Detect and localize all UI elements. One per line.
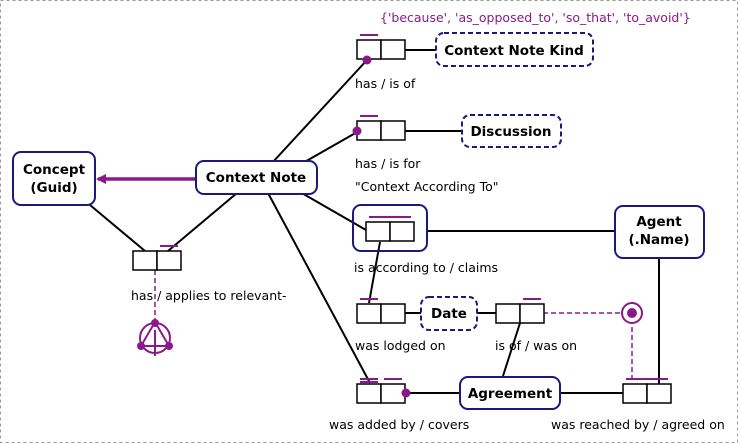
reading-kind: has / is of: [355, 76, 416, 91]
date-label: Date: [431, 306, 467, 322]
reading-discussion: has / is for: [355, 156, 421, 171]
connector-according-lodged-role: [368, 241, 381, 304]
entity-context-note: [195, 160, 318, 195]
reading-according-to: is according to / claims: [354, 260, 498, 275]
connector-note-applies-role: [167, 192, 238, 252]
role-box-agreed-2: [519, 303, 545, 324]
role-box-discussion-2: [380, 120, 406, 141]
role-box-reached-1: [622, 383, 648, 404]
discussion-label: Discussion: [470, 124, 551, 140]
constraint-lines: [154, 270, 633, 383]
role-box-reached-2: [646, 383, 672, 404]
entity-types: [12, 151, 705, 410]
connector-agreed-role-agreement: [502, 322, 521, 377]
value-discussion: [461, 114, 562, 148]
reading-lodged: was lodged on: [355, 338, 446, 353]
concept-label-line2: (Guid): [30, 180, 77, 196]
connector-note-added-role: [267, 192, 371, 384]
mandatory-dot-added: [401, 388, 411, 398]
role-box-according-1: [365, 221, 391, 242]
mandatory-dot-kind: [362, 55, 372, 65]
mandatory-dot-discussion: [352, 126, 362, 136]
mandatory-dots: [352, 55, 411, 398]
role-box-applies-2: [156, 250, 182, 271]
connector-concept-applies-role: [89, 204, 146, 252]
role-box-added-1: [356, 383, 382, 404]
reading-agreed-date: is of / was on: [495, 338, 577, 353]
value-date: [420, 296, 478, 331]
entity-concept: [12, 151, 96, 206]
entity-agent: [614, 205, 705, 259]
context-note-kind-label: Context Note Kind: [444, 43, 584, 59]
ring-constraint-icon: [139, 320, 171, 356]
reading-reached-by: was reached by / agreed on: [551, 417, 725, 432]
agreement-label: Agreement: [468, 386, 553, 402]
role-box-agreed-1: [495, 303, 521, 324]
role-box-according-2: [389, 221, 415, 242]
role-box-lodged-1: [356, 303, 382, 324]
objectified-fact-frame: [352, 204, 428, 252]
entity-agreement: [459, 376, 561, 410]
value-context-note-kind: [435, 32, 594, 67]
agent-label-line1: Agent: [636, 214, 682, 230]
role-box-applies-1: [132, 250, 158, 271]
role-box-lodged-2: [380, 303, 406, 324]
connector-note-kind-role: [259, 59, 368, 177]
role-box-kind-2: [380, 39, 406, 60]
value-types: [420, 32, 594, 331]
reading-applies-to: has / applies to relevant-: [131, 288, 287, 303]
role-box-added-2: [380, 383, 406, 404]
reading-added-by: was added by / covers: [329, 417, 469, 432]
context-note-label: Context Note: [206, 170, 306, 186]
connectors: [89, 49, 660, 394]
value-constraint-text: {'because', 'as_opposed_to', 'so_that', …: [380, 10, 691, 25]
reading-discussion-note: "Context According To": [355, 179, 498, 194]
concept-label-line1: Concept: [23, 162, 86, 178]
connector-note-according-role: [299, 191, 367, 231]
equality-constraint-icon: [621, 302, 643, 324]
uniqueness-constraints: [160, 34, 668, 383]
agent-label-line2: (.Name): [628, 232, 689, 248]
ring-constraint-nodes: [137, 319, 173, 350]
